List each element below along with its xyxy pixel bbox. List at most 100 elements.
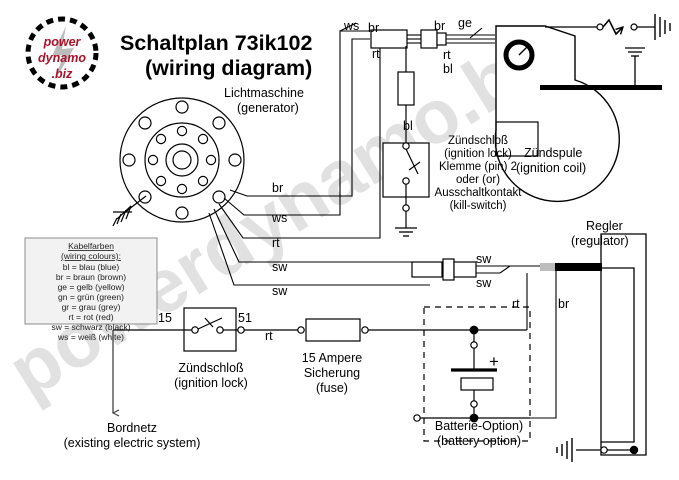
wire-label-rt-coil-in: rt (372, 47, 380, 61)
generator-bolt-hole (175, 206, 189, 220)
spark-plug-circuit (545, 18, 655, 36)
lock-bottom-switch-arm (204, 317, 214, 328)
connector-female-tip (436, 32, 447, 46)
wire-label-sw-1: sw (272, 260, 288, 274)
logo-badge: power dynamo .biz (25, 16, 99, 90)
bordnetz-label-en: (existing electric system) (64, 436, 201, 450)
wire-label-br-coil-in: br (368, 21, 379, 35)
lock-top-label-1: Zündschloß (448, 135, 508, 147)
ignition-lock-top-label: Zündschloß (ignition lock) Klemme (pin) … (435, 135, 523, 212)
generator-bolt-hole (122, 153, 136, 167)
blue-wire-resistor (397, 71, 415, 106)
generator-label-de: Lichtmaschine (224, 86, 304, 100)
wire-label-rt-lock: rt (265, 329, 273, 343)
generator-wire-labels: br ws rt sw sw (271, 181, 288, 298)
lock-top-node-bottom (402, 204, 410, 212)
battery-label: Batterie-Option) (battery option) (435, 419, 523, 448)
legend-box (24, 237, 158, 325)
legend-entry: rt = rot (red) (68, 312, 113, 322)
battery-ground-node (413, 414, 421, 422)
ignition-coil-body (494, 25, 620, 203)
generator-inner-hole (147, 154, 159, 166)
regulator-label-de: Regler (586, 219, 623, 233)
generator-bolt-hole (212, 190, 226, 204)
wire-label-rt-coil-out: rt (443, 48, 451, 62)
wire-label-sw-2: sw (272, 284, 288, 298)
lock-bottom-label-en: (ignition lock) (174, 376, 248, 390)
legend-entry: br = braun (brown) (56, 272, 126, 282)
legend-entry: gn = grün (green) (58, 292, 124, 302)
battery-label-1: Batterie-Option) (435, 419, 523, 433)
title-line-1: Schaltplan 73ik102 (120, 31, 312, 55)
fuse-body (305, 318, 361, 342)
regulator-ground-junction (629, 445, 639, 455)
lock-top-switch-arm (408, 161, 421, 171)
regulator-ground-circuit (576, 445, 639, 455)
title-line-2: (wiring diagram) (145, 56, 312, 80)
battery-negative-plate (460, 377, 494, 391)
wire-colour-legend: Kabelfarben (wiring colours): bl = blau … (24, 237, 158, 342)
wire-label-br-regulator: br (558, 297, 569, 311)
legend-title-en: (wiring colours): (61, 251, 121, 261)
generator-bolt-hole (138, 116, 152, 130)
generator-output-wires (208, 30, 430, 286)
lock-top-label-4: oder (or) (456, 174, 500, 186)
wire-label-bl-coil-out: bl (443, 62, 453, 76)
ignition-lock-top-component (382, 46, 430, 228)
ignition-coil-terminal-ring (503, 39, 535, 71)
ignition-coil-label: Zündspule (ignition coil) (516, 146, 586, 175)
battery-plus-node (470, 341, 478, 349)
generator-mid-ring (144, 122, 220, 198)
logo-line-1: power (43, 35, 82, 49)
fuse-label: 15 Ampere Sicherung (fuse) (302, 351, 363, 395)
wire-label-ws-coil: ws (343, 19, 359, 33)
battery-polarity-plus: + (489, 352, 499, 371)
generator-hub-ring (165, 143, 199, 177)
lock-top-terminal-upper (402, 142, 410, 150)
mid-connector-wires (476, 265, 540, 274)
bordnetz-label-de: Bordnetz (107, 421, 157, 435)
generator-shaft (172, 150, 192, 170)
ignition-lock-bottom-component (113, 307, 245, 352)
lock-top-label-3: Klemme (pin) 2 (439, 161, 517, 173)
lock-top-label-5: Ausschaltkontakt (435, 187, 523, 199)
ignition-coil-terminal-pointer (518, 45, 529, 56)
ignition-coil-component (494, 25, 620, 203)
generator-inner-hole (155, 175, 167, 187)
wire-label-ws: ws (271, 211, 287, 225)
generator-bolt-hole (138, 190, 152, 204)
lock-top-label-2: (ignition lock) (444, 148, 512, 160)
regulator-component (600, 233, 647, 456)
legend-entry: ge = gelb (yellow) (58, 282, 125, 292)
generator-inner-hole (197, 175, 209, 187)
regulator-body (600, 267, 635, 443)
legend-entry: bl = blau (blue) (63, 262, 120, 272)
fuse-label-1: 15 Ampere (302, 351, 363, 365)
regulator-label-en: (regulator) (571, 234, 629, 248)
right-rails (526, 271, 557, 419)
wire-label-rt: rt (272, 236, 280, 250)
fuse-label-3: (fuse) (316, 381, 348, 395)
battery-option-dashed-box (423, 306, 531, 442)
wire-label-rt-battery: rt (512, 297, 520, 311)
mid-wire-labels: sw sw (476, 252, 492, 290)
coil-ground-symbol (625, 47, 645, 70)
fuse-label-2: Sicherung (304, 366, 360, 380)
battery-circuit (413, 325, 530, 423)
regulator-connector-tab (554, 263, 602, 271)
wire-label-br: br (272, 181, 283, 195)
generator-inner-hole (197, 133, 209, 145)
regulator-chassis-ground-symbol (556, 438, 573, 462)
generator-label-en: (generator) (237, 101, 299, 115)
ignition-lock-bottom-terminals: 15 51 (158, 311, 252, 325)
regulator-ground-node (600, 446, 608, 454)
lock-top-label-6: (kill-switch) (450, 200, 507, 212)
spark-plug-node-right (630, 23, 638, 31)
generator-outer-ring (119, 97, 245, 223)
generator-ground-symbol (112, 195, 147, 227)
fuse-node-right (361, 326, 369, 334)
lock-bottom-terminal-15 (191, 326, 199, 334)
legend-entry: sw = schwarz (black) (51, 322, 130, 332)
